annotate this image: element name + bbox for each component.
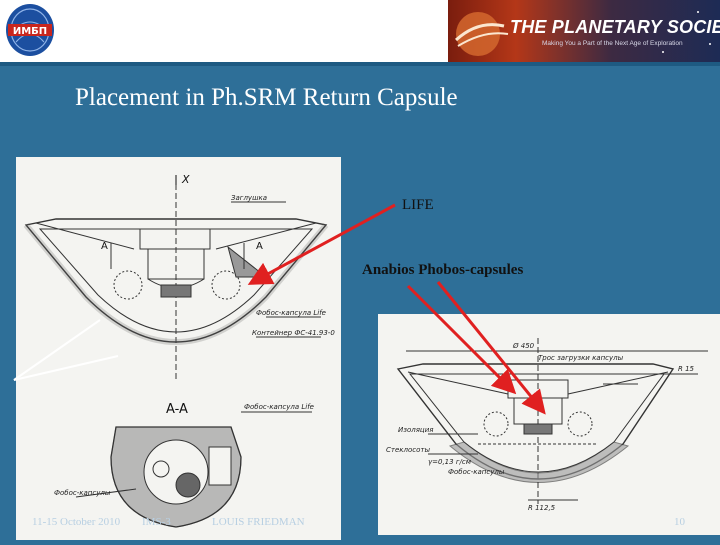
callout-capsule-life: Фобос-капсула Life <box>256 309 326 317</box>
imbp-logo: ИМБП <box>6 4 54 56</box>
section-mark-left: A <box>101 241 108 252</box>
capsule-detail-drawing: Ø 450 Трос загрузки капсулы R 15 Изоляци… <box>386 338 708 512</box>
footer-page-number: 10 <box>674 516 685 528</box>
callout-r1125: R 112,5 <box>528 504 556 512</box>
callout-steklosoty: Стеклосоты <box>386 446 430 454</box>
imbp-logo-text: ИМБП <box>13 26 47 37</box>
footer-date: 11-15 October 2010 <box>32 516 121 528</box>
banner-title: THE PLANETARY SOCIETY <box>510 17 720 37</box>
capsule-cross-section-drawing: X A A Заглушка Фобос-капсула Life Контей… <box>23 173 335 528</box>
footer-event: IMS-3 <box>142 516 171 528</box>
callout-density: γ=0,13 г/см <box>428 458 472 466</box>
footer-author: LOUIS FRIEDMAN <box>212 516 305 528</box>
planetary-society-banner: THE PLANETARY SOCIETY Making You a Part … <box>448 0 720 62</box>
label-anabios: Anabios Phobos-capsules <box>362 262 524 278</box>
callout-phobos: Фобос-капсулы <box>448 468 505 476</box>
header-divider <box>0 62 720 66</box>
header-bar: ИМБП THE PLANETARY SOCIETY Making You a … <box>0 0 720 62</box>
planet-swirl-icon <box>454 11 711 56</box>
callout-container: Контейнер ФС-41.93-0 <box>252 329 335 337</box>
callout-capsules: Фобос-капсулы <box>54 489 111 497</box>
arrow-anabios-2 <box>436 281 546 415</box>
capsule-drawing-left: X A A Заглушка Фобос-капсула Life Контей… <box>16 157 341 540</box>
axis-x-label: X <box>181 173 190 186</box>
dim-diameter: Ø 450 <box>512 342 535 350</box>
callout-zaglushka: Заглушка <box>231 194 267 202</box>
banner-subtitle: Making You a Part of the Next Age of Exp… <box>542 40 683 47</box>
slide-title: Placement in Ph.SRM Return Capsule <box>75 84 458 111</box>
arrow-white <box>13 319 119 381</box>
callout-r15: R 15 <box>678 365 695 373</box>
callout-capsule-life-2: Фобос-капсула Life <box>244 403 314 411</box>
arrow-anabios-1 <box>406 284 517 395</box>
capsule-drawing-right: Ø 450 Трос загрузки капсулы R 15 Изоляци… <box>378 314 720 535</box>
callout-cable: Трос загрузки капсулы <box>538 354 624 362</box>
section-mark-right: A <box>256 241 263 252</box>
section-title: A-A <box>166 402 188 417</box>
label-life: LIFE <box>402 197 434 213</box>
arrow-life <box>247 203 396 285</box>
callout-izolyaciya: Изоляция <box>398 426 433 434</box>
